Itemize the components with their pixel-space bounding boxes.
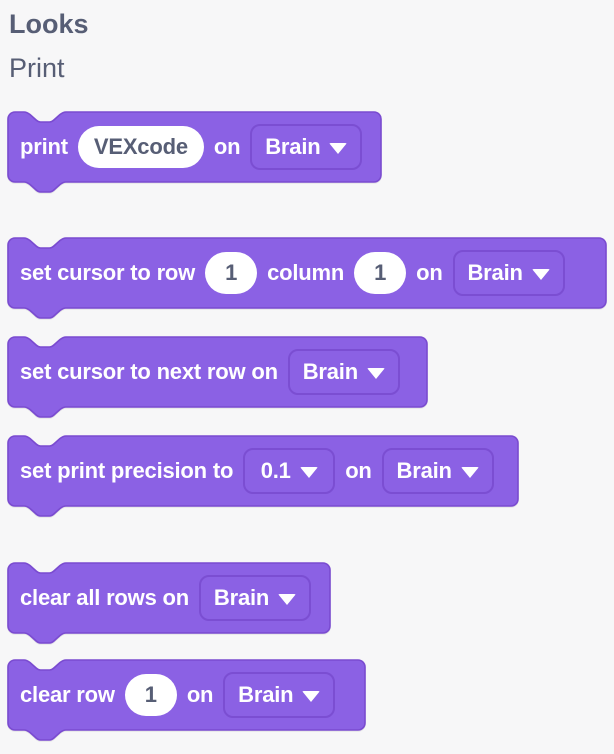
block-label: clear all rows on: [20, 585, 190, 610]
precision-dropdown[interactable]: 0.1: [243, 448, 336, 494]
dropdown-value: Brain: [238, 682, 294, 707]
chevron-down-icon: [329, 142, 348, 154]
block-label: clear row: [20, 682, 115, 707]
block-label: on: [213, 134, 241, 159]
chevron-down-icon: [278, 593, 297, 605]
device-dropdown[interactable]: Brain: [199, 575, 312, 621]
block-clear-all-rows[interactable]: clear all rows on Brain: [7, 562, 331, 644]
row-number-input[interactable]: 1: [124, 674, 177, 716]
chevron-down-icon: [299, 466, 318, 478]
block-label: set cursor to next row on: [20, 359, 278, 384]
device-dropdown[interactable]: Brain: [381, 448, 494, 494]
block-set-print-precision[interactable]: set print precision to 0.1 on Brain: [7, 435, 519, 517]
block-label: on: [345, 458, 372, 483]
block-set-cursor-next-row[interactable]: set cursor to next row on Brain: [7, 336, 428, 418]
column-number-input[interactable]: 1: [354, 252, 407, 294]
block-set-cursor-row-column[interactable]: set cursor to row 1 column 1 on Brain: [7, 237, 607, 319]
block-shape: [7, 659, 366, 741]
chevron-down-icon: [366, 367, 385, 379]
block-label: column: [267, 260, 345, 285]
block-label: on: [416, 260, 443, 285]
dropdown-value: Brain: [467, 260, 523, 285]
block-clear-row[interactable]: clear row 1 on Brain: [7, 659, 366, 741]
block-shape: [7, 562, 331, 644]
block-label: set cursor to row: [20, 260, 196, 285]
block-print[interactable]: print VEXcode on Brain: [7, 111, 382, 193]
section-header-print: Print: [9, 53, 65, 83]
category-header-looks: Looks: [9, 9, 89, 39]
chevron-down-icon: [460, 466, 479, 478]
chevron-down-icon: [531, 268, 550, 280]
chevron-down-icon: [302, 690, 321, 702]
block-label: set print precision to: [20, 458, 234, 483]
block-label: on: [186, 682, 214, 707]
device-dropdown[interactable]: Brain: [223, 672, 336, 718]
print-text-input[interactable]: VEXcode: [77, 126, 204, 168]
block-shape: [7, 336, 428, 418]
dropdown-value: Brain: [213, 585, 270, 610]
dropdown-value: 0.1: [260, 458, 291, 483]
device-dropdown[interactable]: Brain: [287, 349, 400, 395]
block-label: print: [20, 134, 68, 159]
row-number-input[interactable]: 1: [205, 252, 258, 294]
device-dropdown[interactable]: Brain: [452, 250, 565, 296]
dropdown-value: Brain: [396, 458, 452, 483]
device-dropdown[interactable]: Brain: [250, 124, 363, 170]
dropdown-value: Brain: [302, 359, 358, 384]
dropdown-value: Brain: [265, 134, 321, 159]
